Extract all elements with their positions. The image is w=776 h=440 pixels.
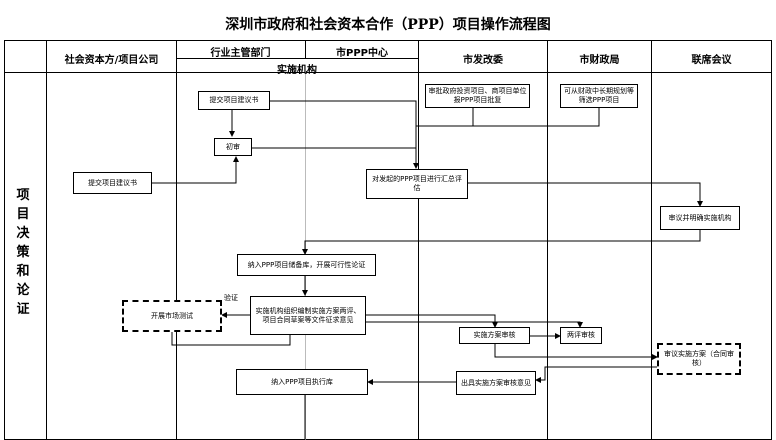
box-summary-evaluation[interactable]: 对发起的PPP项目进行汇总评估: [366, 169, 468, 199]
box-issue-opinion[interactable]: 出具实施方案审核意见: [456, 371, 536, 395]
lane-header-ppp-center: 市PPP中心: [336, 48, 388, 59]
box-plan-review[interactable]: 实施方案审核: [459, 327, 530, 344]
box-review-confirm-agency[interactable]: 审议并明确实施机构: [660, 206, 740, 230]
box-submit-proposal-left[interactable]: 提交项目建议书: [73, 172, 152, 194]
label-verification: 验证: [224, 294, 238, 302]
swimlane-grid: [4, 40, 772, 440]
box-include-execution[interactable]: 纳入PPP项目执行库: [236, 369, 368, 395]
lane-header-social-capital: 社会资本方/项目公司: [64, 55, 159, 66]
lane-header-implementing-agency: 实施机构: [277, 65, 317, 76]
connectors: [152, 100, 703, 440]
lane-header-industry-dept: 行业主管部门: [210, 48, 271, 59]
box-finance-select[interactable]: 可从财政中长期规划等筛选PPP项目: [560, 84, 638, 108]
lane-header-finance-bureau: 市财政局: [579, 55, 620, 66]
lane-header-joint-meeting: 联席会议: [691, 55, 732, 66]
box-market-test[interactable]: 开展市场测试: [122, 300, 222, 332]
box-submit-proposal-top[interactable]: 提交项目建议书: [198, 91, 270, 110]
lane-header-development-reform: 市发改委: [463, 55, 503, 66]
box-dev-reform-approval[interactable]: 审批政府投资项目、商项目单位报PPP项目批复: [425, 84, 530, 108]
box-prepare-plan[interactable]: 实施机构组织编制实施方案两评、项目合同草案等文件征求意见: [250, 296, 366, 335]
phase-label: 项 目 决 策 和 论 证: [16, 188, 30, 317]
box-two-evaluations[interactable]: 两评审核: [560, 327, 602, 344]
page-title: 深圳市政府和社会资本合作（PPP）项目操作流程图: [225, 17, 551, 33]
box-reserve-feasibility[interactable]: 纳入PPP项目储备库，开展可行性论证: [237, 254, 376, 276]
box-review-plan-contract[interactable]: 审议实施方案（合同审核）: [657, 343, 741, 375]
box-preliminary-review[interactable]: 初审: [214, 138, 252, 156]
